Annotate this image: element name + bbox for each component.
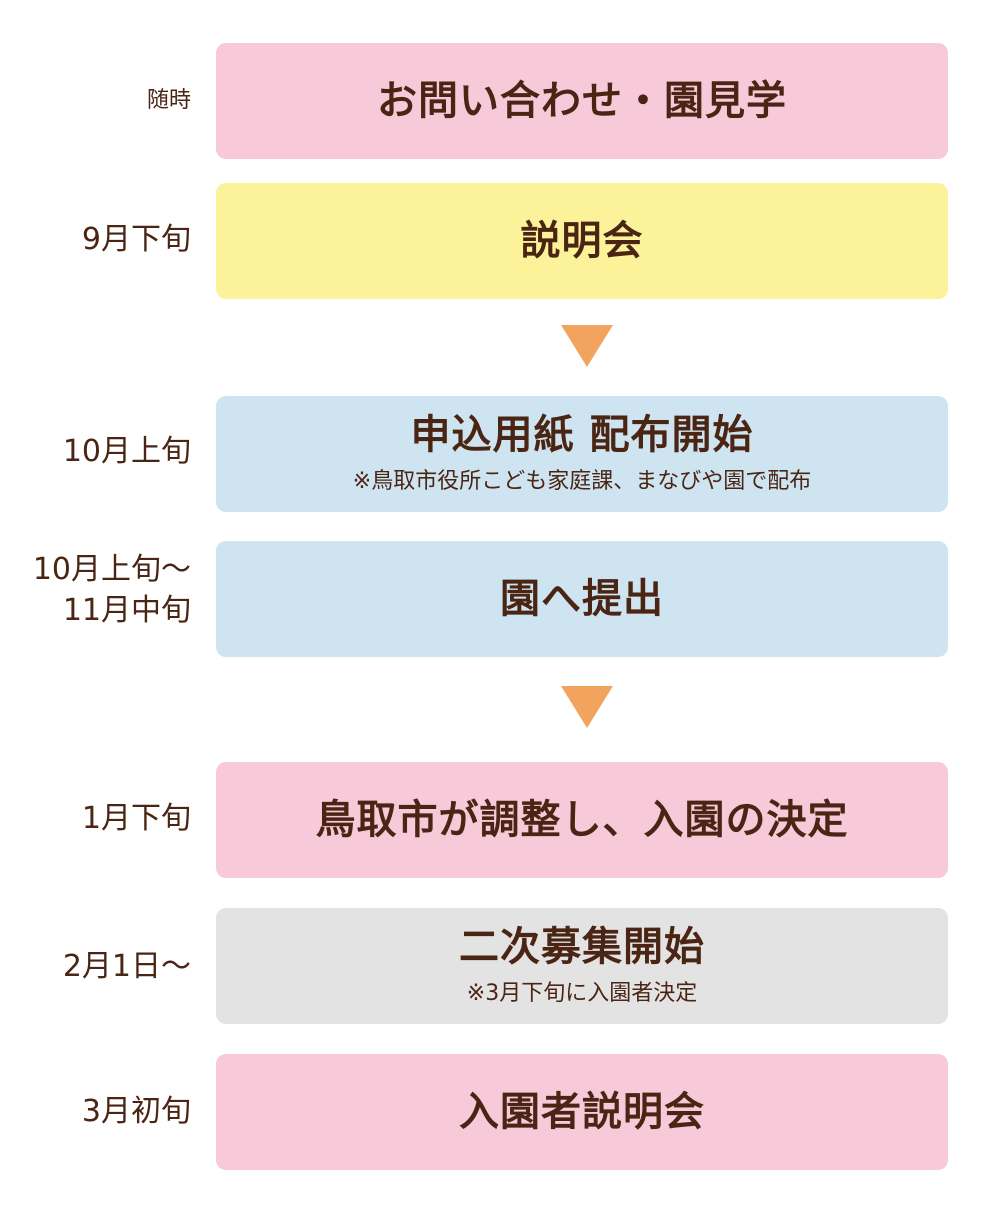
step-box-2: 説明会	[216, 183, 948, 299]
step-title: 園へ提出	[500, 576, 664, 622]
step-title: 説明会	[520, 218, 644, 264]
step-time-4: 10月上旬〜 11月中旬	[32, 552, 191, 628]
step-time-7: 3月初旬	[81, 1094, 191, 1129]
step-box-1: お問い合わせ・園見学	[216, 43, 948, 159]
step-box-6: 二次募集開始 ※3月下旬に入園者決定	[216, 908, 948, 1024]
step-time-5: 1月下旬	[81, 801, 191, 836]
step-title: お問い合わせ・園見学	[377, 78, 787, 124]
step-title: 申込用紙 配布開始	[410, 412, 754, 458]
step-note: ※鳥取市役所こども家庭課、まなびや園で配布	[352, 469, 812, 494]
step-time-6: 2月1日〜	[62, 949, 191, 984]
step-note: ※3月下旬に入園者決定	[466, 981, 698, 1006]
step-time-2: 9月下旬	[81, 222, 191, 257]
step-title: 鳥取市が調整し、入園の決定	[315, 797, 849, 843]
step-title: 二次募集開始	[459, 924, 705, 970]
down-arrow-icon	[561, 325, 613, 367]
step-time-3: 10月上旬	[62, 434, 191, 469]
down-arrow-icon	[561, 686, 613, 728]
step-box-5: 鳥取市が調整し、入園の決定	[216, 762, 948, 878]
step-time-1: 随時	[146, 88, 191, 113]
step-title: 入園者説明会	[459, 1089, 705, 1135]
step-box-4: 園へ提出	[216, 541, 948, 657]
step-box-7: 入園者説明会	[216, 1054, 948, 1170]
step-box-3: 申込用紙 配布開始 ※鳥取市役所こども家庭課、まなびや園で配布	[216, 396, 948, 512]
